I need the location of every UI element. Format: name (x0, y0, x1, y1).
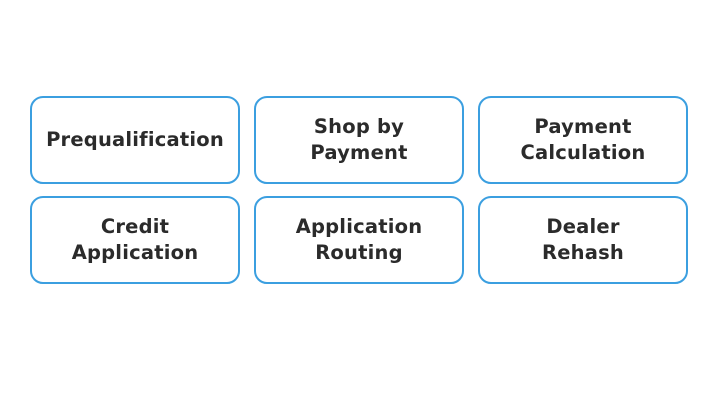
card-payment-calculation: Payment Calculation (478, 96, 688, 184)
feature-grid: Prequalification Shop by Payment Payment… (30, 96, 688, 284)
card-label: Application Routing (295, 215, 423, 264)
card-credit-application: Credit Application (30, 196, 240, 284)
card-shop-by-payment: Shop by Payment (254, 96, 464, 184)
card-dealer-rehash: Dealer Rehash (478, 196, 688, 284)
card-prequalification: Prequalification (30, 96, 240, 184)
card-label: Prequalification (46, 128, 224, 151)
card-application-routing: Application Routing (254, 196, 464, 284)
card-label: Dealer Rehash (542, 215, 624, 264)
card-label: Payment Calculation (520, 115, 646, 164)
card-label: Shop by Payment (310, 115, 408, 164)
card-label: Credit Application (71, 215, 199, 264)
